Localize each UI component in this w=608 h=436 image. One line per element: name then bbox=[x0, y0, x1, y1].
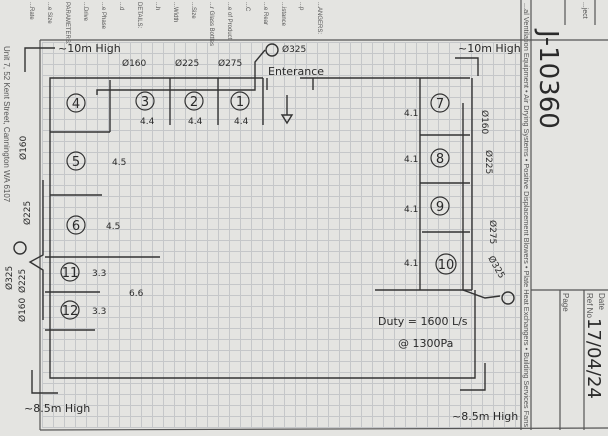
room-12: 12 bbox=[62, 304, 79, 319]
room-7: 7 bbox=[436, 97, 444, 112]
dim-top-1: 4.4 bbox=[140, 117, 155, 127]
height-top-right: ~10m High bbox=[458, 42, 521, 55]
duct-top-3: Ø275 bbox=[218, 58, 242, 69]
header-fragment: ...p bbox=[298, 2, 304, 11]
fan-icon-top bbox=[265, 43, 279, 57]
dim-right-1: 4.1 bbox=[404, 109, 418, 119]
job-number: J-10360 bbox=[533, 28, 563, 129]
header-fragment: ...e Size bbox=[46, 2, 52, 24]
duct-left-2: Ø225 bbox=[22, 201, 33, 225]
header-fragment: ...Width bbox=[172, 2, 178, 22]
height-top-left: ~10m High bbox=[58, 42, 121, 55]
dim-left-5: 6.6 bbox=[129, 289, 144, 299]
page-label: Page bbox=[561, 293, 570, 312]
header-fragment: DETAILS: bbox=[136, 2, 142, 29]
ref-no-label: Ref No bbox=[585, 293, 594, 318]
dim-top-2: 4.4 bbox=[188, 117, 203, 127]
header-fragment: ...h bbox=[154, 2, 160, 10]
header-fragment: ...r Glass Bottles bbox=[208, 2, 214, 46]
header-fragment: ...e Rear bbox=[262, 2, 268, 25]
fan-icon-left bbox=[13, 241, 27, 255]
duct-left-4: Ø160 bbox=[17, 297, 28, 322]
header-fragment: ...C bbox=[244, 2, 250, 12]
dim-left-3: 3.3 bbox=[92, 269, 106, 279]
room-2: 2 bbox=[190, 95, 198, 110]
fan-icon-right bbox=[501, 291, 515, 305]
grid-paper bbox=[42, 42, 520, 428]
duct-size-labels: Ø160 Ø225 Ø275 Ø325 Ø160 Ø225 Ø275 Ø325 … bbox=[4, 44, 507, 322]
date-value: 17/04/24 bbox=[583, 318, 604, 399]
address-text: Unit 7, 52 Kent Street, Cannington WA 61… bbox=[2, 46, 11, 203]
duct-right-3: Ø275 bbox=[487, 220, 498, 244]
header-fragment: PARAMETERS: bbox=[64, 2, 70, 45]
header-fragments: ...Rate ...e Size PARAMETERS: ...Drive ...e … bbox=[28, 2, 322, 46]
room-6: 6 bbox=[72, 219, 80, 234]
duct-top-4: Ø325 bbox=[282, 44, 306, 55]
dimension-labels: 4.4 4.4 4.4 4.5 4.5 3.3 3.3 6.6 4.1 4.1 … bbox=[92, 109, 418, 317]
dim-right-2: 4.1 bbox=[404, 155, 418, 165]
company-strip-text: ...al Ventilation Equipment • Air Drying… bbox=[522, 3, 529, 428]
room-8: 8 bbox=[436, 152, 444, 167]
header-fragment: ...ANGERS: bbox=[316, 2, 322, 34]
duct-left-1: Ø160 bbox=[18, 135, 29, 160]
dim-right-4: 4.1 bbox=[404, 259, 418, 269]
dim-top-3: 4.4 bbox=[234, 117, 249, 127]
dim-right-3: 4.1 bbox=[404, 205, 418, 215]
dim-left-2: 4.5 bbox=[106, 222, 120, 232]
duct-right-2: Ø225 bbox=[483, 150, 494, 174]
duct-left-3: Ø225 bbox=[17, 269, 28, 293]
entrance-label: Enterance bbox=[268, 65, 324, 78]
duty-text: Duty = 1600 L/s bbox=[378, 315, 468, 328]
header-fragment: ...e Phase bbox=[100, 2, 106, 30]
duct-top-2: Ø225 bbox=[175, 58, 199, 69]
pressure-text: @ 1300Pa bbox=[398, 337, 453, 350]
project-label: ...ject bbox=[581, 2, 588, 19]
duct-right-4: Ø325 bbox=[485, 254, 507, 281]
header-fragment: ...Rate bbox=[28, 2, 34, 20]
duct-right-1: Ø160 bbox=[479, 110, 490, 135]
header-fragment: ...e of Product bbox=[226, 2, 232, 40]
room-11: 11 bbox=[62, 266, 79, 281]
building-outline bbox=[24, 47, 501, 394]
room-5: 5 bbox=[72, 155, 80, 170]
room-3: 3 bbox=[141, 95, 149, 110]
room-circles bbox=[60, 91, 457, 320]
fan-icons bbox=[13, 43, 515, 305]
header-fragment: ...d bbox=[118, 2, 124, 10]
height-labels: ~10m High ~10m High ~8.5m High ~8.5m Hig… bbox=[24, 42, 521, 423]
header-fragment: ...Drive bbox=[82, 2, 88, 22]
duct-left-5: Ø325 bbox=[4, 266, 15, 290]
header-fragment: ...Size bbox=[190, 2, 196, 19]
form-frame bbox=[39, 0, 608, 431]
date-label: Date bbox=[597, 293, 606, 310]
dim-left-1: 4.5 bbox=[112, 158, 126, 168]
room-labels: 1 2 3 4 5 6 7 8 9 10 11 12 bbox=[62, 95, 455, 319]
header-fragment: ...istance bbox=[280, 2, 286, 27]
room-4: 4 bbox=[72, 97, 80, 112]
dim-left-4: 3.3 bbox=[92, 307, 106, 317]
height-bottom-left: ~8.5m High bbox=[24, 402, 90, 415]
room-1: 1 bbox=[236, 95, 244, 110]
duct-top-1: Ø160 bbox=[122, 58, 147, 69]
room-9: 9 bbox=[436, 200, 444, 215]
room-10: 10 bbox=[438, 258, 455, 273]
height-bottom-right: ~8.5m High bbox=[452, 410, 518, 423]
